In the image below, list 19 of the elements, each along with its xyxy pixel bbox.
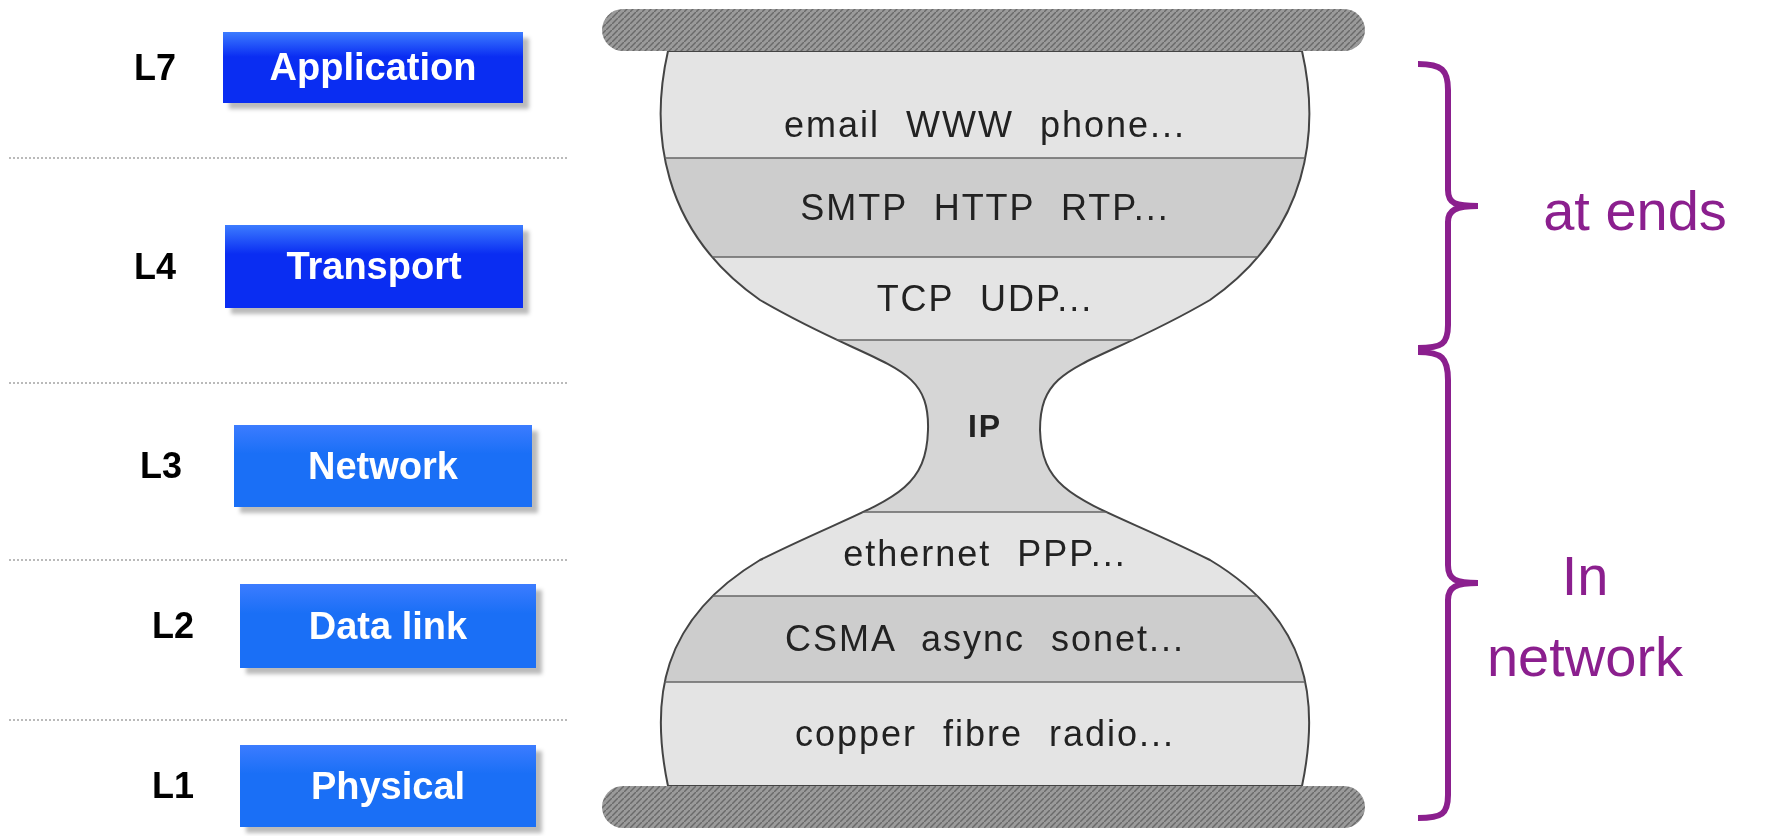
bracket-label: at ends: [1542, 178, 1728, 244]
protocol-list: SMTP HTTP RTP...: [800, 186, 1170, 229]
layer-number: L1: [152, 765, 194, 807]
layer-box: Physical: [240, 745, 536, 827]
layer-box: Transport: [225, 225, 523, 308]
protocol-list: email WWW phone...: [783, 104, 1187, 146]
layer-number: L7: [134, 46, 176, 89]
layer-box: Network: [234, 425, 532, 507]
layer-number: L2: [152, 605, 194, 647]
layer-box: Application: [223, 32, 523, 103]
protocol-list: IP: [967, 407, 1003, 445]
protocol-list: CSMA async sonet...: [784, 618, 1186, 660]
layer-box: Data link: [240, 584, 536, 668]
bracket-label: In network: [1485, 543, 1685, 691]
protocol-list: TCP UDP...: [876, 277, 1094, 320]
layer-number: L3: [140, 445, 182, 487]
layer-number: L4: [134, 245, 176, 288]
protocol-list: copper fibre radio...: [794, 713, 1176, 755]
protocol-list: ethernet PPP...: [843, 533, 1127, 575]
